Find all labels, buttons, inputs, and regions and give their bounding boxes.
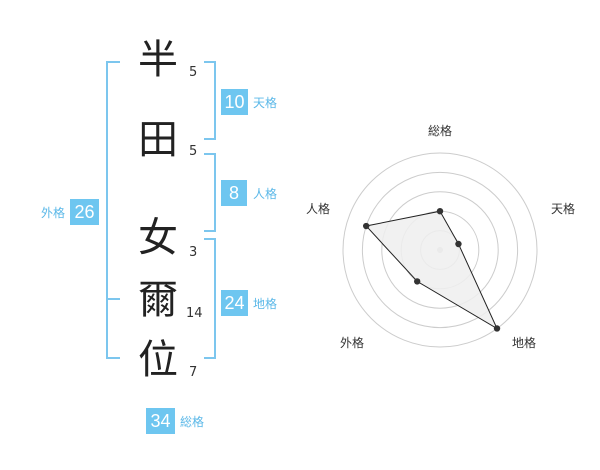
radar-point-5 [362, 222, 370, 230]
stroke-count-3: 3 [189, 245, 198, 260]
radar-label-chikaku: 地格 [511, 336, 536, 350]
stroke-count-1: 5 [189, 65, 198, 80]
name-char-3: 女 [138, 215, 178, 261]
radar-label-jinkaku: 人格 [305, 202, 330, 216]
stroke-count-5: 7 [189, 365, 198, 380]
radar-shape [365, 210, 499, 330]
jinkaku-label: 人格 [253, 187, 278, 201]
gaikaku-value-box: 26 [70, 199, 99, 225]
radar-point-2 [455, 240, 462, 248]
radar-ring [361, 171, 519, 329]
radar-label-gaikaku: 外格 [339, 336, 364, 350]
name-char-2: 田 [138, 117, 178, 163]
radar-point-3 [493, 325, 501, 332]
name-char-1: 半 [138, 37, 178, 83]
name-char-4: 爾 [138, 277, 178, 323]
tenkaku-label: 天格 [253, 96, 278, 110]
radar-point-4 [413, 278, 421, 285]
name-char-5: 位 [138, 337, 178, 383]
radar-polygon [365, 210, 499, 330]
radar-points [362, 208, 501, 332]
jinkaku-value-box: 8 [221, 180, 247, 206]
radar-label-soukaku: 総格 [427, 124, 452, 138]
stroke-count-2: 5 [189, 144, 198, 159]
radar-chart [342, 152, 538, 348]
chikaku-value-box: 24 [221, 290, 248, 316]
radar-ring [342, 152, 538, 348]
soukaku-value-box: 34 [146, 408, 175, 434]
stroke-count-4: 14 [186, 306, 203, 321]
tenkaku-value-box: 10 [221, 89, 248, 115]
radar-ring [381, 191, 499, 309]
soukaku-label: 総格 [180, 415, 205, 429]
gaikaku-label: 外格 [41, 206, 66, 220]
radar-label-tenkaku: 天格 [550, 202, 575, 216]
chikaku-label: 地格 [253, 297, 278, 311]
radar-point-1 [436, 208, 444, 215]
